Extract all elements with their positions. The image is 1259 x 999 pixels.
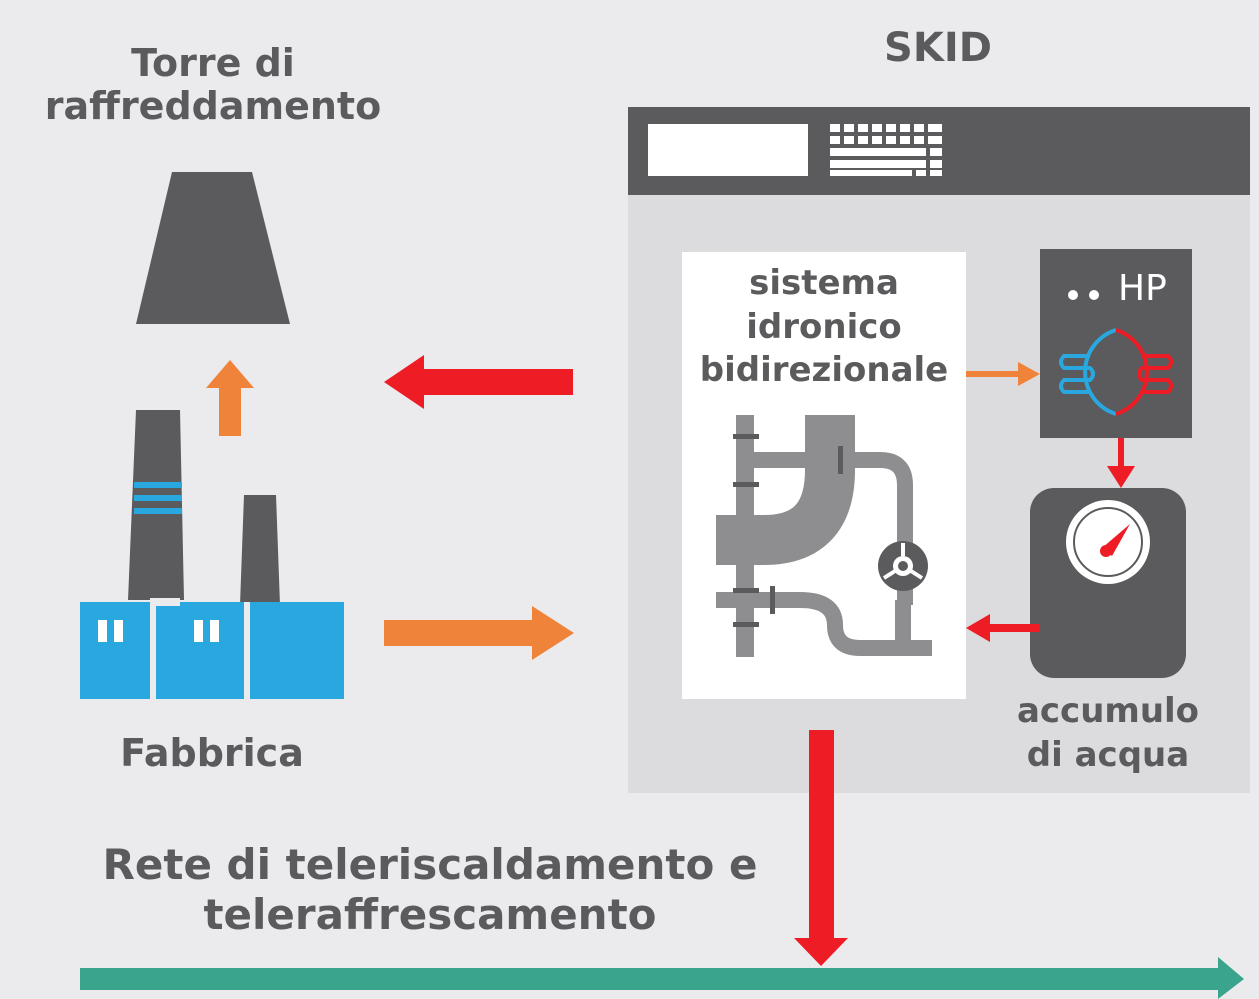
arrow-skid-to-tower: [384, 355, 573, 409]
heat-pump-box: [1040, 249, 1192, 438]
factory-label: Fabbrica: [120, 731, 304, 775]
network-arrow: [80, 957, 1244, 999]
gauge-icon: [1066, 500, 1150, 584]
arrow-hp-to-storage: [1107, 438, 1135, 488]
valve-icon: [878, 541, 928, 591]
network-label: Rete di teleriscaldamento e teleraffresc…: [102, 840, 758, 940]
arrow-factory-to-skid: [384, 606, 574, 660]
control-panel-icon: [628, 107, 1250, 195]
arrow-hydronic-to-hp: [966, 362, 1040, 386]
factory-icon: [80, 410, 344, 699]
cooling-tower-label: Torre di raffreddamento: [44, 41, 382, 128]
hp-indicator-dot: [1089, 290, 1099, 300]
hydronic-system-label: sistema idronico bidirezionale: [699, 263, 949, 391]
cooling-tower-icon: [136, 172, 290, 324]
skid-title: SKID: [884, 25, 992, 71]
arrow-storage-to-hydronic: [966, 614, 1040, 642]
pipe-flanges: [733, 434, 843, 627]
arrow-factory-to-tower: [206, 360, 254, 436]
water-storage-label: accumulo di acqua: [1016, 691, 1200, 775]
pipes-icon: [716, 415, 932, 657]
heat-pump-label: HP: [1118, 268, 1167, 309]
hp-indicator-dot: [1068, 290, 1078, 300]
heat-pump-icon: [1059, 328, 1173, 416]
arrow-skid-to-network: [794, 730, 848, 966]
